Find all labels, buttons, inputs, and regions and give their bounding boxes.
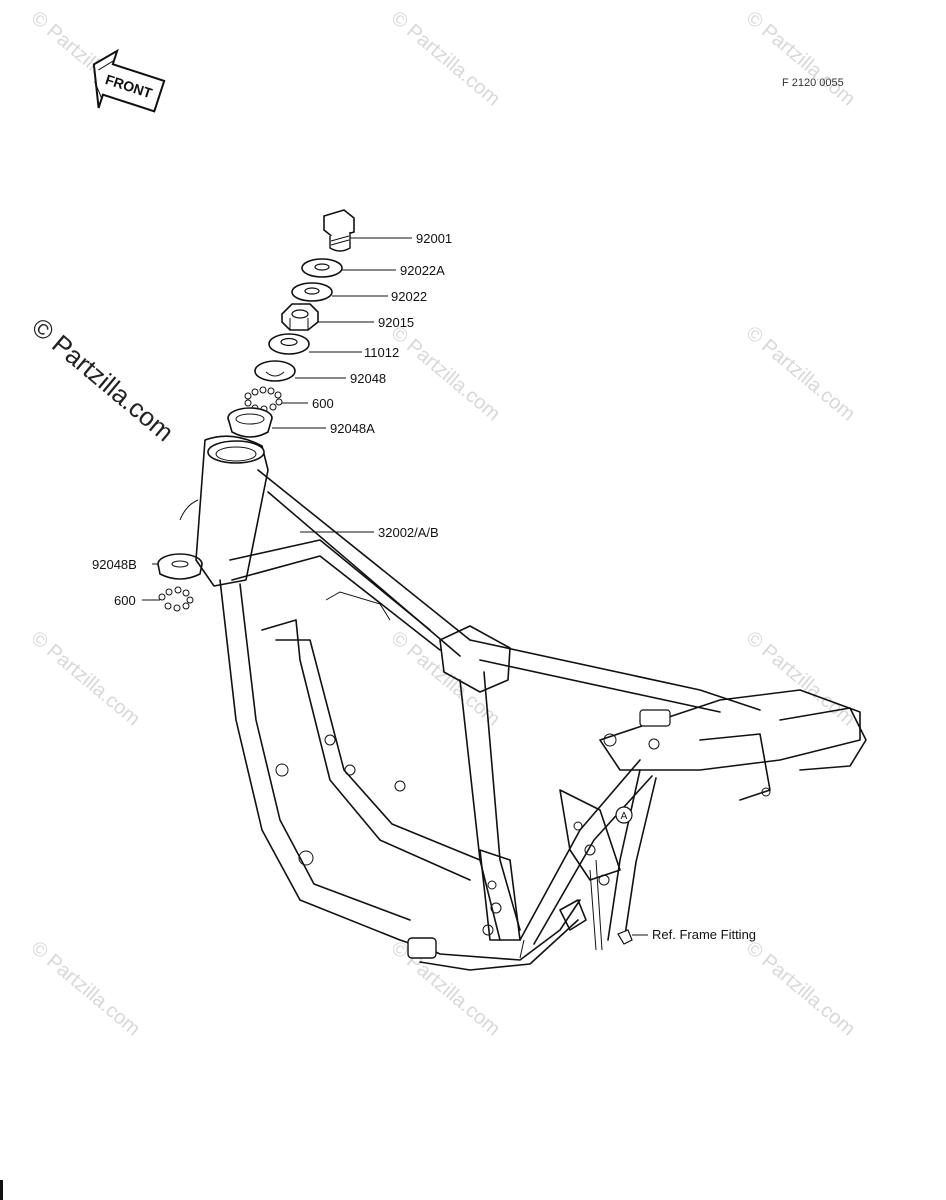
watermark-4: © Partzilla.com <box>387 322 504 425</box>
leader-lines <box>142 237 648 936</box>
callout-92048: 92048 <box>350 371 386 386</box>
watermark-9: © Partzilla.com <box>27 937 144 1040</box>
callout-600-bottom: 600 <box>114 593 136 608</box>
bolt-92001 <box>323 209 355 252</box>
callout-92015: 92015 <box>378 315 414 330</box>
watermark-2: © Partzilla.com <box>387 7 504 110</box>
watermark-7: © Partzilla.com <box>387 627 504 730</box>
ball-ring-600-top <box>244 386 283 413</box>
race-92048b <box>157 553 203 580</box>
watermark-6: © Partzilla.com <box>27 627 144 730</box>
callout-600-top: 600 <box>312 396 334 411</box>
cap-11012 <box>268 333 310 355</box>
callout-ref-frame-fitting: Ref. Frame Fitting <box>652 927 756 942</box>
watermark-3: © Partzilla.com <box>742 7 859 110</box>
watermark-main: © Partzilla.com <box>26 312 179 448</box>
marker-a-label: A <box>621 811 628 822</box>
callout-92022a: 92022A <box>400 263 445 278</box>
washer-92022a <box>301 258 343 278</box>
washer-92022 <box>291 282 333 302</box>
steering-parts <box>157 209 355 612</box>
callout-92048a: 92048A <box>330 421 375 436</box>
callout-92022: 92022 <box>391 289 427 304</box>
diagram-code: F 2120 0055 <box>782 77 844 89</box>
front-arrow-icon: FRONT <box>92 48 166 113</box>
nut-92015 <box>281 303 319 331</box>
race-92048a <box>227 407 273 438</box>
page-edge-mark <box>0 1180 3 1200</box>
watermark-8: © Partzilla.com <box>742 627 859 730</box>
callout-11012: 11012 <box>364 345 399 360</box>
watermark-5: © Partzilla.com <box>742 322 859 425</box>
ball-ring-600-bottom <box>158 586 194 612</box>
race-92048 <box>254 360 296 382</box>
callout-labels: 92001 92022A 92022 92015 11012 92048 600… <box>92 231 756 942</box>
watermark-10: © Partzilla.com <box>387 937 504 1040</box>
motorcycle-frame: A <box>179 435 867 971</box>
watermark-layer: © Partzilla.com © Partzilla.com © Partzi… <box>26 7 859 1040</box>
callout-32002: 32002/A/B <box>378 525 439 540</box>
callout-92048b: 92048B <box>92 557 137 572</box>
watermark-11: © Partzilla.com <box>742 937 859 1040</box>
callout-92001: 92001 <box>416 231 452 246</box>
